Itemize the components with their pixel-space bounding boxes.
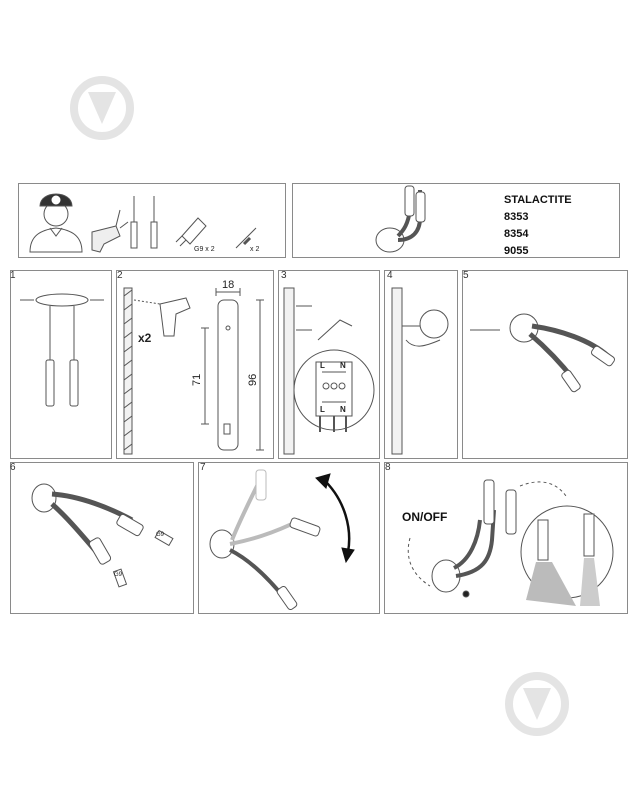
step-number: 6 <box>10 462 16 473</box>
technician-icon <box>29 193 83 253</box>
screws-label: x 2 <box>250 246 259 253</box>
step2-wall <box>123 287 264 455</box>
bulb-label: G9 x 2 <box>194 246 215 253</box>
switch-label: ON/OFF <box>402 510 448 524</box>
step7-adjust <box>209 469 321 611</box>
bulb-label: G9 <box>156 532 165 538</box>
step4-mount <box>391 287 449 455</box>
product-code: 8353 <box>504 211 529 223</box>
step2-multiplier: x2 <box>138 331 152 345</box>
step-number: 8 <box>385 462 391 473</box>
step2-dim-height: 96 <box>247 374 259 386</box>
screw-icon <box>235 227 257 249</box>
step6-lamp <box>31 483 174 588</box>
terminal-label: L <box>320 405 325 414</box>
step-5-panel <box>462 270 628 459</box>
step2-dim-holes: 71 <box>191 374 203 386</box>
step2-dim-width: 18 <box>222 279 234 291</box>
step-number: 2 <box>117 270 123 281</box>
step3-wiring <box>283 287 375 455</box>
product-title: STALACTITE 8353 8354 9055 <box>504 192 572 260</box>
drill-icon <box>91 209 129 253</box>
rotation-arrow-icon <box>315 473 355 564</box>
product-code: 8354 <box>504 228 529 240</box>
product-code: 9055 <box>504 245 529 257</box>
step-number: 5 <box>463 270 469 281</box>
terminal-label: L <box>320 361 325 370</box>
bulb-icon <box>175 217 207 247</box>
step5-lamp <box>470 313 616 393</box>
bulb-label: G9 <box>114 572 123 578</box>
lamp-product-sketch <box>375 185 426 253</box>
product-name: STALACTITE <box>504 194 572 206</box>
terminal-label: N <box>340 361 346 370</box>
product-panel <box>292 183 620 258</box>
step-number: 4 <box>387 270 393 281</box>
step-number: 1 <box>10 270 16 281</box>
step8-lamp <box>407 479 614 606</box>
terminal-label: N <box>340 405 346 414</box>
step-number: 3 <box>281 270 287 281</box>
step-number: 7 <box>200 462 206 473</box>
screwdriver-icon <box>130 196 158 249</box>
step1-canopy-drawing <box>20 293 104 407</box>
